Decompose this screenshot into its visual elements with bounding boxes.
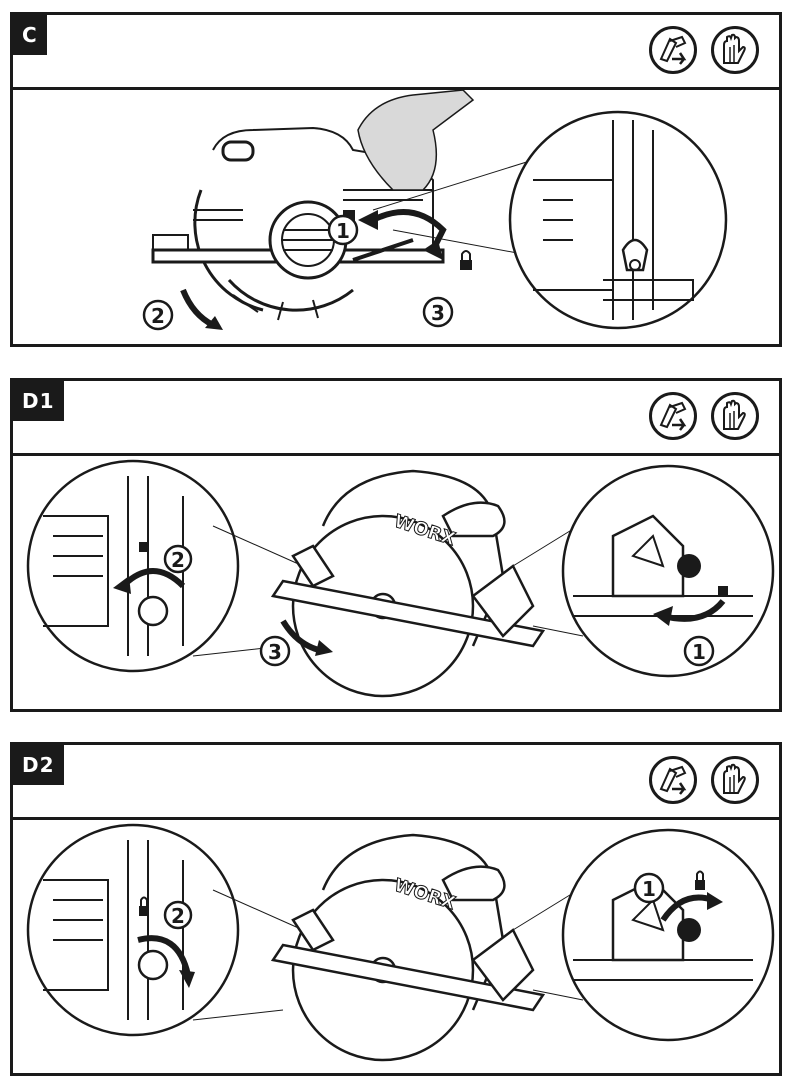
step-3-label: 3: [431, 301, 445, 325]
saw-blade-safety-icon: [649, 26, 697, 74]
gloves-icon: [711, 392, 759, 440]
panel-d2-illustration: 2 WORX: [13, 820, 779, 1076]
hand-illustration: [357, 90, 475, 191]
step-1-label: 1: [336, 219, 350, 243]
detail-zoom-circle-right: 1: [561, 828, 775, 1042]
step-2-label: 2: [151, 304, 165, 328]
rotate-arrow: [371, 209, 447, 252]
panel-d2-tag: D2: [13, 745, 64, 785]
panel-d1-tag: D1: [13, 381, 64, 421]
saw-blade-safety-icon: [649, 392, 697, 440]
detail-zoom-circle-right: 1: [561, 464, 775, 678]
panel-d2-header: D2: [13, 745, 779, 820]
panel-d1-header: D1: [13, 381, 779, 456]
panel-c-illustration: 1 2 3: [13, 90, 779, 347]
step-2-label: 2: [171, 904, 185, 928]
step-1-label: 1: [642, 877, 656, 901]
step-1-label: 1: [692, 640, 706, 664]
detail-zoom-circle-left: 2: [26, 459, 240, 673]
down-arrow: [180, 288, 215, 328]
step-2-label: 2: [171, 548, 185, 572]
detail-zoom-circle-left: 2: [26, 823, 240, 1037]
panel-c-header: C: [13, 15, 779, 90]
panel-d1: D1: [10, 378, 782, 712]
circular-saw-front-view: [270, 833, 546, 1062]
panel-c: C: [10, 12, 782, 347]
saw-blade-safety-icon: [649, 756, 697, 804]
panel-d1-illustration: 2 WORX 3: [13, 456, 779, 712]
gloves-icon: [711, 26, 759, 74]
circular-saw-front-view: [270, 469, 546, 698]
gloves-icon: [711, 756, 759, 804]
panel-d2: D2: [10, 742, 782, 1076]
panel-c-tag: C: [13, 15, 47, 55]
detail-zoom-circle: [508, 110, 728, 330]
step-3-label: 3: [268, 640, 282, 664]
